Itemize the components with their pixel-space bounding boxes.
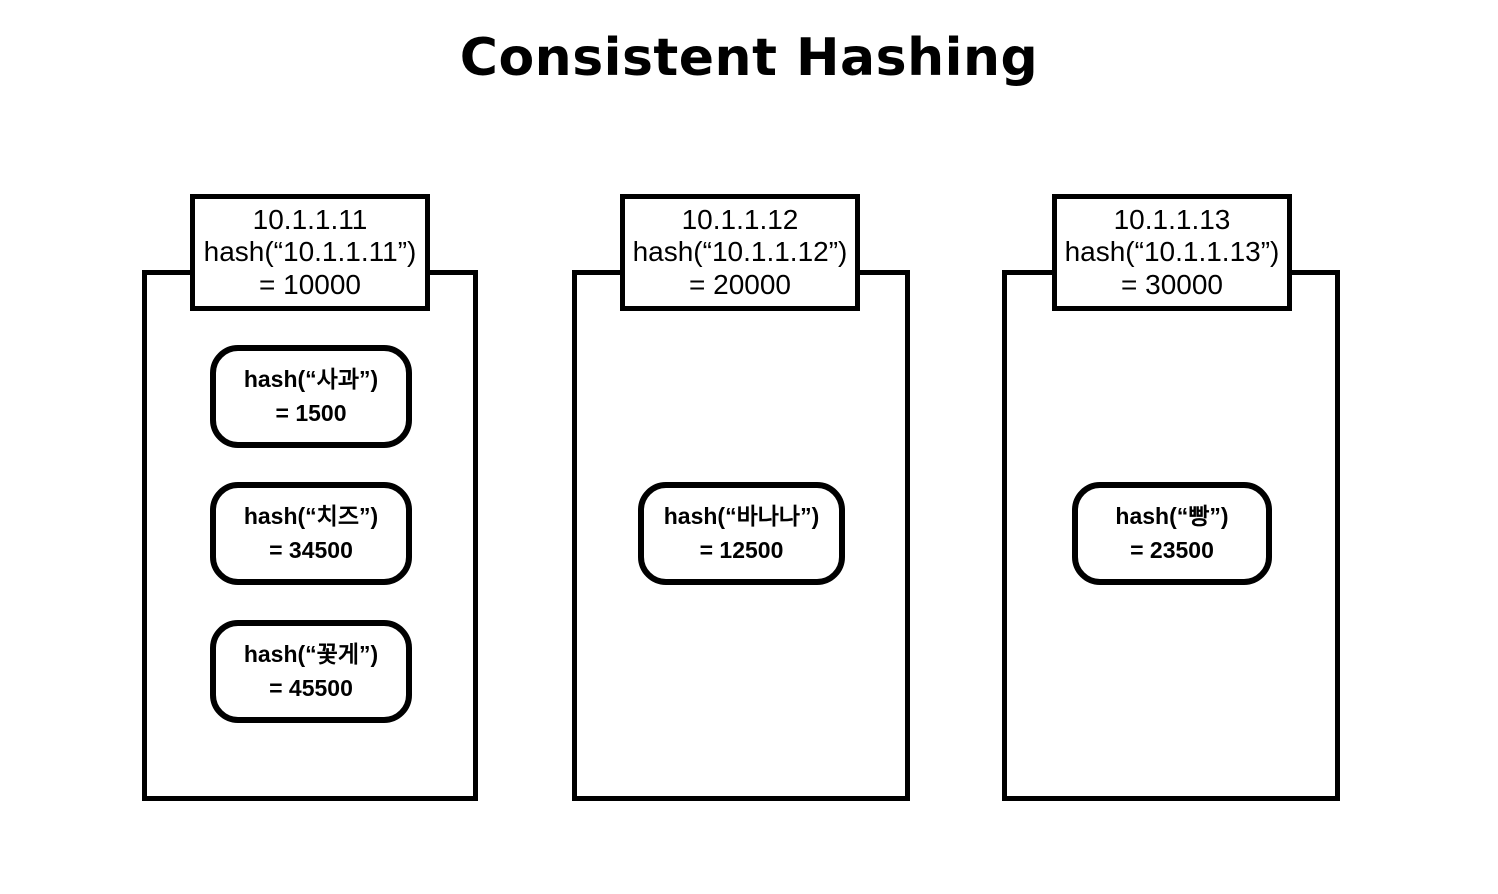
key-capsule-ppang: hash(“빵”) = 23500 bbox=[1072, 482, 1272, 585]
node-header-3: 10.1.1.13 hash(“10.1.1.13”) = 30000 bbox=[1052, 194, 1292, 311]
key-value-banana: = 12500 bbox=[699, 536, 784, 563]
node-header-1: 10.1.1.11 hash(“10.1.1.11”) = 10000 bbox=[190, 194, 430, 311]
node-header-2: 10.1.1.12 hash(“10.1.1.12”) = 20000 bbox=[620, 194, 860, 311]
node-ip-3: 10.1.1.13 bbox=[1113, 203, 1231, 235]
node-hash-expr-2: hash(“10.1.1.12”) bbox=[632, 236, 848, 268]
page-title: Consistent Hashing bbox=[459, 28, 1039, 88]
key-expr-kkotge: hash(“꽃게”) bbox=[243, 641, 379, 668]
node-ip-1: 10.1.1.11 bbox=[252, 203, 368, 235]
node-hash-value-1: = 10000 bbox=[259, 268, 361, 300]
key-expr-sagwa: hash(“사과”) bbox=[243, 366, 379, 393]
node-hash-expr-3: hash(“10.1.1.13”) bbox=[1064, 236, 1280, 268]
node-hash-value-3: = 30000 bbox=[1121, 268, 1223, 300]
key-value-chijeu: = 34500 bbox=[269, 536, 353, 563]
key-capsule-chijeu: hash(“치즈”) = 34500 bbox=[210, 482, 412, 585]
key-value-ppang: = 23500 bbox=[1130, 536, 1214, 563]
key-expr-chijeu: hash(“치즈”) bbox=[243, 503, 379, 530]
key-capsule-sagwa: hash(“사과”) = 1500 bbox=[210, 345, 412, 448]
node-ip-2: 10.1.1.12 bbox=[681, 203, 799, 235]
key-value-sagwa: = 1500 bbox=[275, 399, 347, 426]
node-hash-expr-1: hash(“10.1.1.11”) bbox=[203, 236, 417, 268]
key-expr-ppang: hash(“빵”) bbox=[1115, 503, 1229, 530]
key-expr-banana: hash(“바나나”) bbox=[663, 503, 820, 530]
key-capsule-kkotge: hash(“꽃게”) = 45500 bbox=[210, 620, 412, 723]
key-capsule-banana: hash(“바나나”) = 12500 bbox=[638, 482, 845, 585]
key-value-kkotge: = 45500 bbox=[269, 674, 353, 701]
node-hash-value-2: = 20000 bbox=[689, 268, 791, 300]
